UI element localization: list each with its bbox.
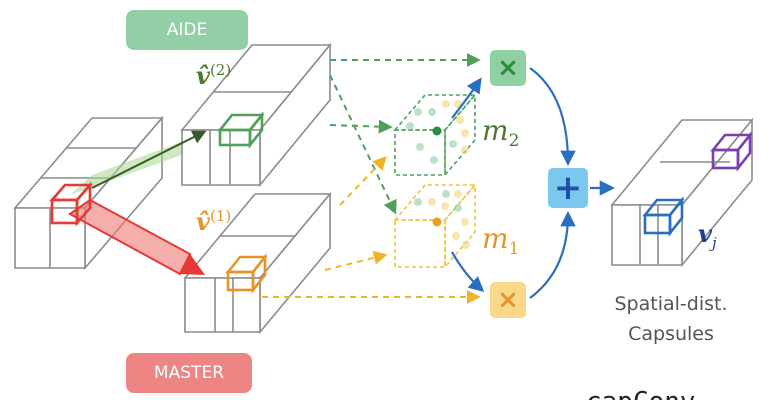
orange-dashed-arrows — [262, 155, 481, 304]
multiply-operator-orange: × — [490, 282, 526, 318]
output-purple-cube — [710, 131, 753, 172]
input-highlight-cube — [49, 181, 93, 227]
v1-label: v̂(1) — [196, 207, 231, 236]
add-symbol: + — [554, 168, 583, 208]
master-projection-arrow — [68, 198, 205, 276]
multiply-operator-green: × — [490, 50, 526, 86]
add-operator: + — [548, 168, 588, 208]
m1-map-dots — [414, 190, 470, 249]
output-caption-line1: Spatial-dist. — [614, 293, 728, 315]
multiply-symbol-orange: × — [497, 285, 519, 315]
m2-map-dots — [406, 100, 469, 164]
green-dashed-arrows — [329, 53, 481, 215]
m2-label: m2 — [482, 114, 519, 151]
m2-map-cube — [393, 92, 477, 178]
m1-map-cube — [393, 182, 477, 270]
blue-routing-arrows — [451, 67, 616, 299]
master-tag: MASTER — [126, 353, 252, 393]
vj-label: vj — [698, 219, 717, 252]
v2-label: v̂(2) — [196, 61, 231, 90]
multiply-symbol-green: × — [497, 53, 519, 83]
input-to-v2-arrow — [91, 130, 207, 189]
output-capsule-block — [610, 117, 754, 268]
aide-tag: AIDE — [126, 10, 248, 50]
v1-highlight-cube — [225, 253, 268, 294]
v2-highlight-cube — [217, 111, 265, 149]
output-blue-cube — [642, 196, 685, 237]
m1-label: m1 — [482, 222, 519, 259]
partial-caption-text: capConv — [586, 387, 696, 400]
output-caption-line2: Capsules — [628, 323, 714, 345]
